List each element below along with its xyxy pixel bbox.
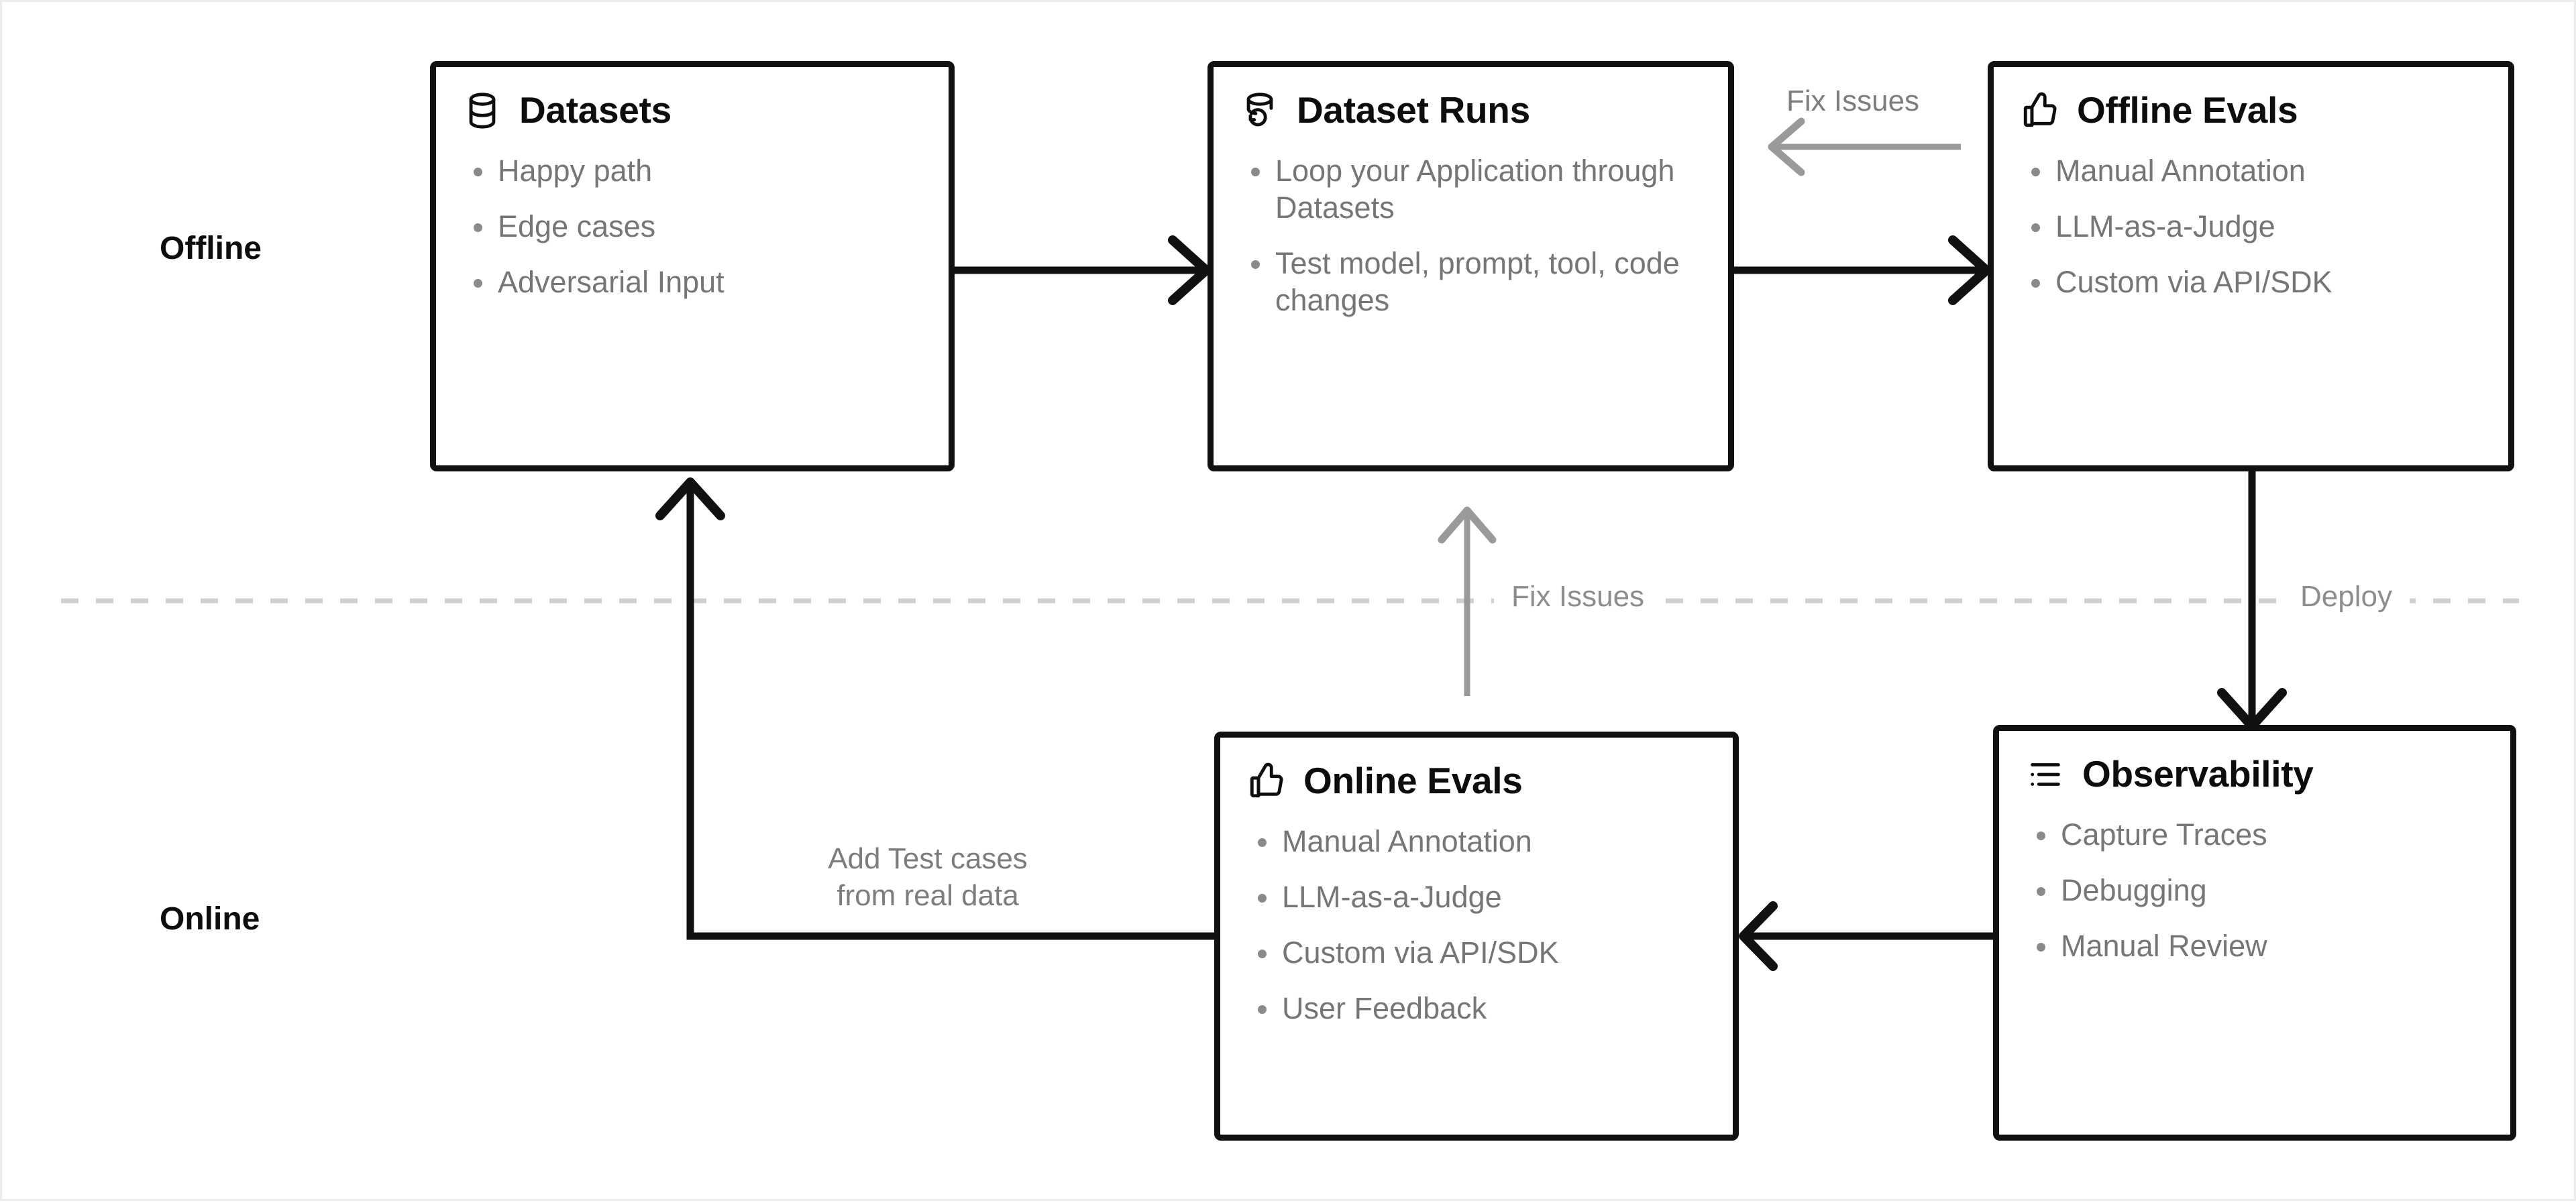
edge-label-add-test-cases-line1: Add Test cases xyxy=(828,842,1028,875)
list-item: Debugging xyxy=(2026,872,2483,909)
list-item: Manual Annotation xyxy=(1247,823,1706,860)
edge-dataset-runs-to-offline-evals xyxy=(1731,235,1991,305)
thumbs-up-icon xyxy=(2023,92,2057,127)
list-item: Capture Traces xyxy=(2026,817,2483,854)
node-observability[interactable]: Observability Capture Traces Debugging M… xyxy=(1993,725,2516,1141)
node-dataset-runs-title: Dataset Runs xyxy=(1297,89,1530,131)
node-datasets-bullets: Happy path Edge cases Adversarial Input xyxy=(463,153,922,301)
node-datasets-header: Datasets xyxy=(463,91,922,130)
divider-label-deploy: Deploy xyxy=(2283,580,2410,614)
list-item: Custom via API/SDK xyxy=(2021,264,2481,301)
list-item: Happy path xyxy=(463,153,922,190)
edge-datasets-to-dataset-runs xyxy=(951,235,1211,305)
database-replay-icon xyxy=(1246,93,1273,127)
node-online-evals-header: Online Evals xyxy=(1247,760,1706,802)
list-item: LLM-as-a-Judge xyxy=(2021,209,2481,245)
list-item: Loop your Application through Datasets xyxy=(1240,153,1701,227)
node-dataset-runs[interactable]: Dataset Runs Loop your Application throu… xyxy=(1208,61,1734,471)
list-icon xyxy=(2031,763,2060,786)
list-item: Test model, prompt, tool, code changes xyxy=(1240,245,1701,319)
node-offline-evals[interactable]: Offline Evals Manual Annotation LLM-as-a… xyxy=(1988,61,2514,471)
node-datasets[interactable]: Datasets Happy path Edge cases Adversari… xyxy=(430,61,955,471)
node-online-evals-title: Online Evals xyxy=(1303,760,1523,802)
lane-label-offline: Offline xyxy=(160,231,262,266)
thumbs-up-icon xyxy=(1250,762,1283,798)
node-dataset-runs-bullets: Loop your Application through Datasets T… xyxy=(1240,153,1701,319)
node-dataset-runs-header: Dataset Runs xyxy=(1240,91,1701,130)
list-item: Manual Annotation xyxy=(2021,153,2481,190)
node-online-evals-bullets: Manual Annotation LLM-as-a-Judge Custom … xyxy=(1247,823,1706,1027)
database-icon xyxy=(469,93,496,129)
node-datasets-title: Datasets xyxy=(519,89,672,131)
list-item: Edge cases xyxy=(463,209,922,245)
node-observability-header: Observability xyxy=(2026,753,2483,795)
divider-label-fix-issues: Fix Issues xyxy=(1494,580,1662,614)
node-offline-evals-bullets: Manual Annotation LLM-as-a-Judge Custom … xyxy=(2021,153,2481,301)
edge-label-add-test-cases-line2: from real data xyxy=(837,879,1019,912)
list-item: Manual Review xyxy=(2026,928,2483,965)
node-offline-evals-header: Offline Evals xyxy=(2021,91,2481,130)
list-item: Custom via API/SDK xyxy=(1247,935,1706,972)
list-item: Adversarial Input xyxy=(463,264,922,301)
edge-offline-evals-to-observability xyxy=(2217,468,2287,731)
edge-label-add-test-cases: Add Test cases from real data xyxy=(807,840,1049,914)
edge-online-evals-to-dataset-runs xyxy=(1438,506,1497,696)
node-observability-bullets: Capture Traces Debugging Manual Review xyxy=(2026,817,2483,965)
list-item: User Feedback xyxy=(1247,990,1706,1027)
node-online-evals[interactable]: Online Evals Manual Annotation LLM-as-a-… xyxy=(1214,732,1739,1141)
node-offline-evals-title: Offline Evals xyxy=(2077,89,2298,131)
node-observability-title: Observability xyxy=(2082,753,2314,795)
edge-label-fix-issues-top: Fix Issues xyxy=(1786,84,1920,117)
edge-offline-evals-to-dataset-runs xyxy=(1768,117,1961,176)
edge-observability-to-online-evals xyxy=(1739,901,1996,971)
lane-label-online: Online xyxy=(160,901,260,937)
list-item: LLM-as-a-Judge xyxy=(1247,879,1706,916)
